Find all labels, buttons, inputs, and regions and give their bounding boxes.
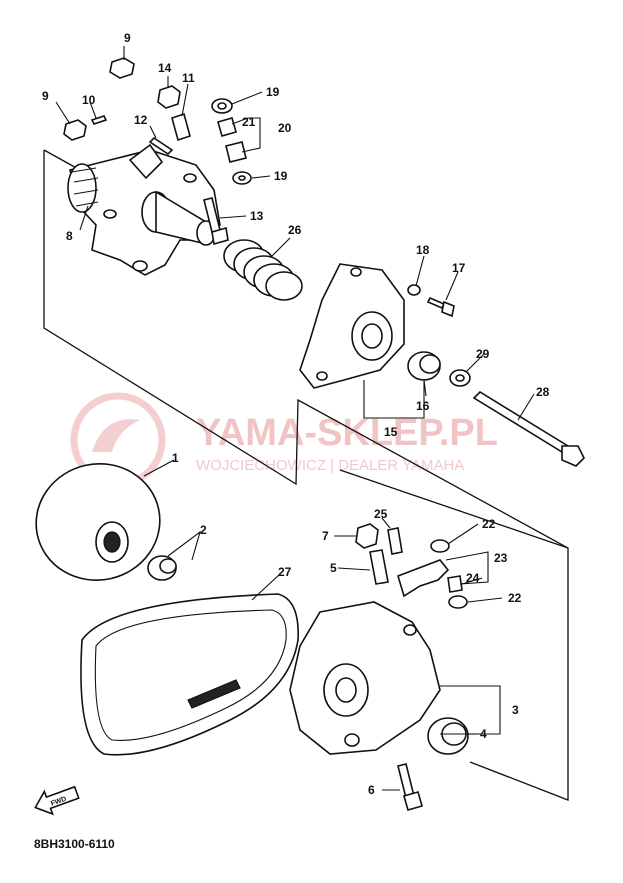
primary-fixed-sheave-holder <box>67 143 221 276</box>
callout-13: 13 <box>250 209 264 223</box>
part-29-washer <box>449 369 471 387</box>
callout-18: 18 <box>416 243 430 257</box>
callout-15: 15 <box>384 425 398 439</box>
callout-29: 29 <box>476 347 490 361</box>
part-25-pin <box>387 527 403 555</box>
part-2-bushing <box>147 555 177 581</box>
callout-22-lower: 22 <box>508 591 522 605</box>
callout-labels: 9 9 10 14 11 12 19 21 20 19 13 26 8 18 1… <box>42 31 550 797</box>
callout-28: 28 <box>536 385 550 399</box>
callout-25: 25 <box>374 507 388 521</box>
callout-16: 16 <box>416 399 430 413</box>
part-10-pin <box>90 115 108 125</box>
part-15-cam <box>299 263 405 389</box>
part-1-sliding-sheave <box>35 463 161 581</box>
part-21-collar-upper <box>217 117 237 137</box>
part-26-spring <box>223 239 303 301</box>
callout-9-left: 9 <box>42 89 49 103</box>
part-27-v-belt <box>80 593 299 756</box>
callout-17: 17 <box>452 261 466 275</box>
callout-26: 26 <box>288 223 302 237</box>
callout-6: 6 <box>368 783 375 797</box>
part-13-bolt <box>203 197 229 246</box>
part-5-collar <box>369 549 389 585</box>
callout-19-lower: 19 <box>274 169 288 183</box>
callout-12: 12 <box>134 113 148 127</box>
part-18-washer <box>407 284 421 296</box>
drawing-code: 8BH3100-6110 <box>34 837 115 851</box>
part-12-bolt <box>148 136 174 156</box>
callout-3: 3 <box>512 703 519 717</box>
callout-8: 8 <box>66 229 73 243</box>
callout-7: 7 <box>322 529 329 543</box>
part-11-collar <box>171 112 191 142</box>
part-24-collar <box>447 575 463 593</box>
callout-9-upper: 9 <box>124 31 131 45</box>
fwd-arrow-icon: FWD <box>34 785 80 816</box>
part-14-nut <box>157 85 181 109</box>
part-7-nut <box>355 523 379 549</box>
watermark-dealer: WOJCIECHOWICZ | DEALER YAMAHA <box>196 457 464 474</box>
part-9-upper-slider <box>109 57 135 79</box>
part-23-arm <box>397 559 450 598</box>
part-6-bolt <box>397 763 423 811</box>
callout-14: 14 <box>158 61 172 75</box>
part-21-collar-lower <box>225 141 247 163</box>
callout-24: 24 <box>466 571 480 585</box>
part-22-washer-upper <box>430 539 450 553</box>
leader-lines <box>55 46 535 791</box>
part-19-washer-lower <box>232 171 252 185</box>
part-19-washer-upper <box>211 98 233 114</box>
callout-5: 5 <box>330 561 337 575</box>
callout-2: 2 <box>200 523 207 537</box>
part-16-bushing <box>407 351 441 381</box>
callout-10: 10 <box>82 93 96 107</box>
assembly-frame <box>43 149 569 801</box>
part-28-long-bolt <box>472 390 585 467</box>
part-17-bolt <box>426 296 455 318</box>
part-9-left-slider <box>63 119 87 141</box>
part-22-washer-lower <box>448 595 468 609</box>
callout-4: 4 <box>480 727 487 741</box>
callout-1: 1 <box>172 451 179 465</box>
part-3-secondary-sheave <box>289 601 441 755</box>
part-4-bushing <box>427 717 469 755</box>
callout-19-upper: 19 <box>266 85 280 99</box>
callout-21: 21 <box>242 115 256 129</box>
watermark: YAMA-SKLEP.PL WOJCIECHOWICZ | DEALER YAM… <box>70 392 498 488</box>
callout-27: 27 <box>278 565 292 579</box>
watermark-brand: YAMA-SKLEP.PL <box>196 412 498 454</box>
callout-11: 11 <box>182 71 195 85</box>
callout-20: 20 <box>278 121 292 135</box>
callout-22-upper: 22 <box>482 517 496 531</box>
watermark-logo-mark <box>92 419 140 452</box>
callout-23: 23 <box>494 551 508 565</box>
